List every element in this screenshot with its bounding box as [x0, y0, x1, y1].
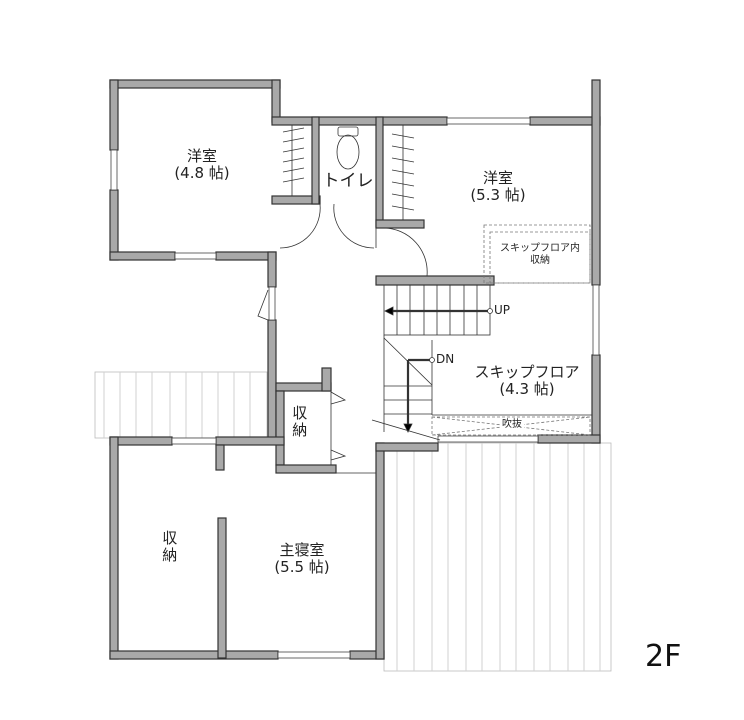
void-label: 吹抜 [500, 419, 524, 431]
stairs-down-label: DN [436, 352, 455, 366]
room-sub: 収納 [530, 254, 550, 266]
windows [110, 117, 600, 659]
room-name: 洋室 [186, 147, 217, 165]
room-size: (4.8 帖) [174, 164, 230, 183]
room-western-1: 洋室 (4.8 帖) [162, 147, 242, 183]
room-storage-master: 収納 [160, 530, 179, 564]
floor-label: 2F [645, 639, 682, 674]
room-name: スキップフロア内 [500, 243, 580, 254]
balcony-left [94, 371, 268, 439]
room-name: スキップフロア [474, 363, 580, 381]
room-western-2: 洋室 (5.3 帖) [458, 169, 538, 205]
stairs-up [383, 284, 493, 336]
door-swings [257, 203, 428, 321]
room-storage-small: 収納 [290, 405, 309, 439]
room-size: (5.3 帖) [470, 186, 526, 205]
toilet-fixture [336, 126, 360, 170]
room-size: (4.3 帖) [499, 380, 555, 399]
stairs-up-label: UP [494, 303, 511, 317]
balcony-right [383, 442, 612, 672]
room-skip-storage: スキップフロア内 収納 [492, 243, 588, 266]
stairs-down [371, 335, 592, 441]
room-toilet: トイレ [322, 171, 374, 191]
room-name: 主寝室 [279, 541, 325, 559]
void-area [431, 416, 591, 436]
room-size: (5.5 帖) [274, 558, 330, 577]
closet-hangers [282, 125, 415, 220]
skip-storage-outline [483, 224, 591, 284]
storage-door [330, 391, 376, 474]
room-master-bedroom: 主寝室 (5.5 帖) [262, 541, 342, 577]
room-skip-floor: スキップフロア (4.3 帖) [462, 363, 592, 399]
room-name: 洋室 [482, 169, 513, 187]
